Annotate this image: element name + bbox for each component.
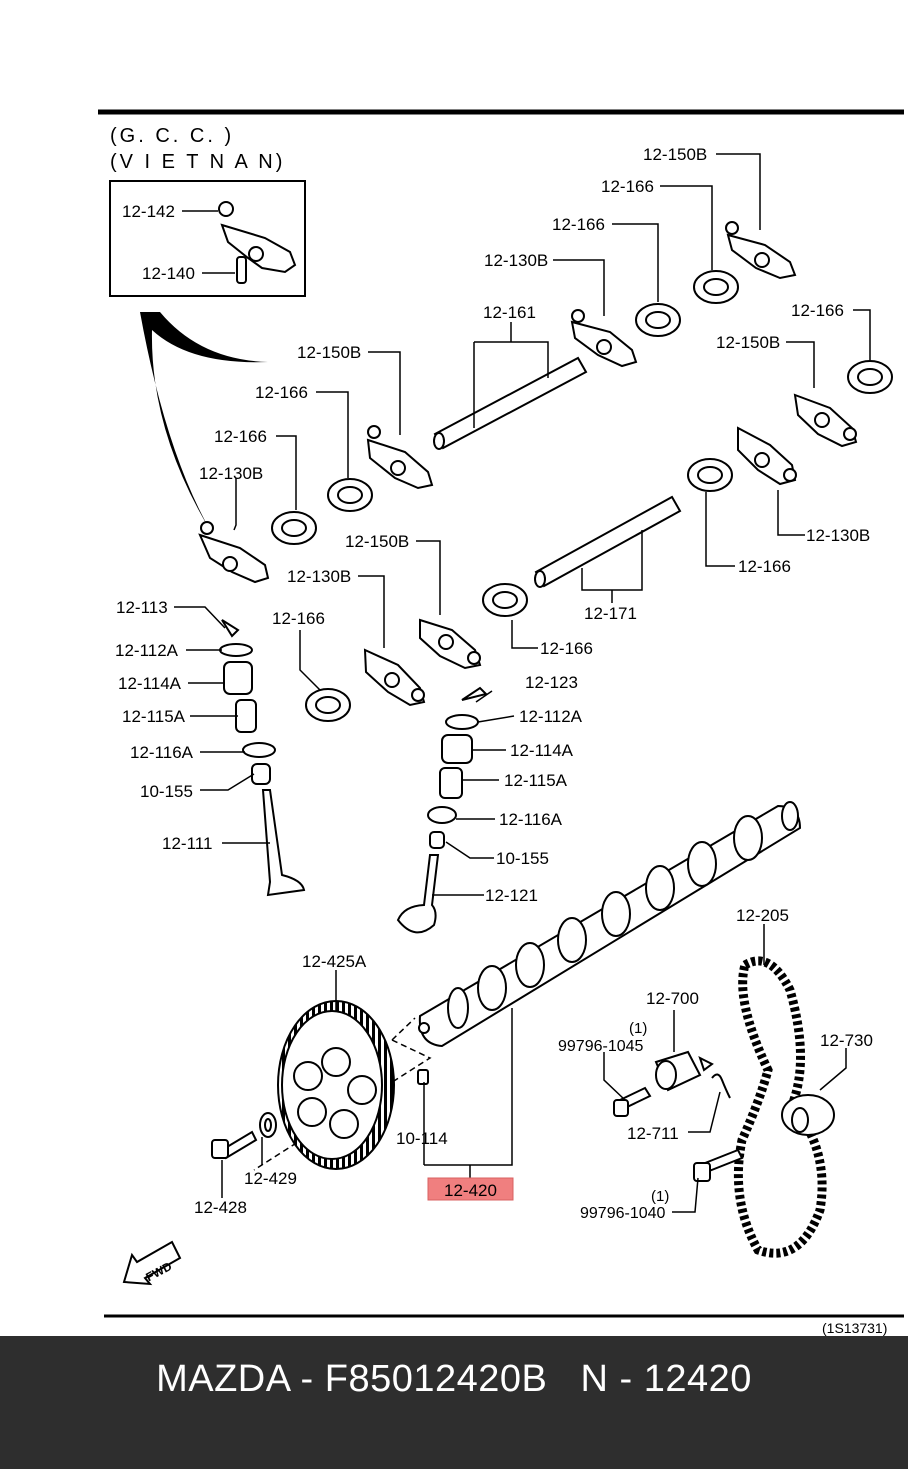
label-12-116A: 12-116A: [499, 810, 563, 829]
rocker-arm-left: [198, 521, 270, 584]
label-12-142: 12-142: [122, 202, 175, 221]
label-12-115A: 12-115A: [504, 771, 568, 790]
label-12-130B: 12-130B: [199, 464, 263, 483]
label-10-155: 10-155: [140, 782, 193, 801]
label-12-130B: 12-130B: [287, 567, 351, 586]
belt-tensioner-pulley: [781, 1094, 835, 1136]
valve-train-center: [396, 686, 488, 934]
fwd-arrow-icon: FWD: [122, 1240, 182, 1286]
idler-bolt: [693, 1148, 744, 1182]
rocker-spring-8: [305, 688, 351, 722]
rocker-arm-right-low: [737, 426, 797, 486]
rocker-spring-7: [482, 583, 528, 617]
label-12-425A: 12-425A: [302, 952, 367, 971]
label-12-130B: 12-130B: [484, 251, 548, 270]
label-12-429: 12-429: [244, 1169, 297, 1188]
part-number-caption: MAZDA - F85012420B N - 12420: [156, 1358, 752, 1400]
label-10-155: 10-155: [496, 849, 549, 868]
rocker-spring-2: [327, 478, 373, 512]
label-12-115A: 12-115A: [122, 707, 186, 726]
label-99796-1045: 99796-1045: [558, 1038, 644, 1055]
label-12-166: 12-166: [255, 383, 308, 402]
label-12-420[interactable]: 12-420: [444, 1181, 497, 1200]
highlight-12-420[interactable]: [427, 1177, 514, 1201]
inset-box: [109, 180, 306, 297]
rocker-shaft-upper: [433, 356, 588, 450]
label-12-123: 12-123: [525, 673, 578, 692]
tensioner-spring: [711, 1073, 731, 1099]
footer-bar: MAZDA - F85012420B N - 12420: [0, 1336, 908, 1469]
label-12-166: 12-166: [791, 301, 844, 320]
label-12-730: 12-730: [820, 1031, 873, 1050]
label-12-166: 12-166: [601, 177, 654, 196]
rocker-spring-1: [271, 511, 317, 545]
label-12-700: 12-700: [646, 989, 699, 1008]
tensioner-12-700: [654, 1050, 714, 1092]
tensioner-bolt: [613, 1086, 652, 1117]
label-12-140: 12-140: [142, 264, 195, 283]
label-12-112A: 12-112A: [519, 707, 583, 726]
diagram-code: (1S13731): [822, 1320, 887, 1336]
rocker-spring-4: [693, 270, 739, 304]
label-99796-1045-note: (1): [629, 1020, 647, 1037]
rocker-arm-far-right: [725, 221, 797, 280]
label-12-166: 12-166: [552, 215, 605, 234]
label-12-114A: 12-114A: [510, 741, 574, 760]
label-12-150B: 12-150B: [345, 532, 409, 551]
rocker-shaft-lower: [534, 495, 682, 588]
leader-lines: [174, 153, 871, 1213]
inset-pointer: [140, 312, 268, 530]
label-12-150B: 12-150B: [716, 333, 780, 352]
rocker-arm-lower-left: [363, 648, 426, 707]
label-12-166: 12-166: [738, 557, 791, 576]
inset-rocker-arm: [218, 201, 297, 284]
rocker-arm-center: [366, 425, 434, 490]
market-note-line2: (V I E T N A N): [110, 151, 285, 173]
label-12-150B: 12-150B: [643, 145, 707, 164]
parts-diagram: (G. C. C. ) (V I E T N A N) 12-142 12-14…: [98, 109, 904, 1336]
rocker-spring-5: [847, 360, 893, 394]
rocker-spring-6: [687, 458, 733, 492]
label-12-166: 12-166: [272, 609, 325, 628]
label-12-171: 12-171: [584, 604, 637, 623]
valve-train-left: [219, 619, 306, 897]
label-99796-1040-note: (1): [651, 1188, 669, 1205]
rocker-arm-right-mid: [793, 393, 858, 448]
label-12-111: 12-111: [162, 834, 212, 853]
label-12-116A: 12-116A: [130, 743, 194, 762]
label-12-428: 12-428: [194, 1198, 247, 1217]
label-12-161: 12-161: [483, 303, 536, 322]
label-12-166: 12-166: [540, 639, 593, 658]
label-12-150B: 12-150B: [297, 343, 361, 362]
label-12-711: 12-711: [627, 1124, 679, 1143]
label-12-130B: 12-130B: [806, 526, 870, 545]
rocker-arm-lower-center: [419, 618, 482, 670]
timing-belt: [733, 956, 827, 1258]
sprocket-bolt: [211, 1130, 258, 1160]
rocker-spring-3: [635, 303, 681, 337]
label-12-121: 12-121: [485, 886, 538, 905]
washer: [259, 1112, 277, 1138]
label-99796-1040: 99796-1040: [580, 1205, 666, 1222]
rocker-arm-right-upper: [570, 309, 638, 368]
label-12-205: 12-205: [736, 906, 789, 925]
label-12-112A: 12-112A: [115, 641, 179, 660]
camshaft-sprocket: [277, 1000, 395, 1170]
label-10-114: 10-114: [396, 1129, 448, 1148]
camshaft-pin: [417, 1069, 429, 1085]
label-12-113: 12-113: [116, 598, 168, 617]
label-12-166: 12-166: [214, 427, 267, 446]
camshaft: [418, 801, 802, 1048]
market-note-line1: (G. C. C. ): [110, 125, 234, 147]
label-12-114A: 12-114A: [118, 674, 182, 693]
